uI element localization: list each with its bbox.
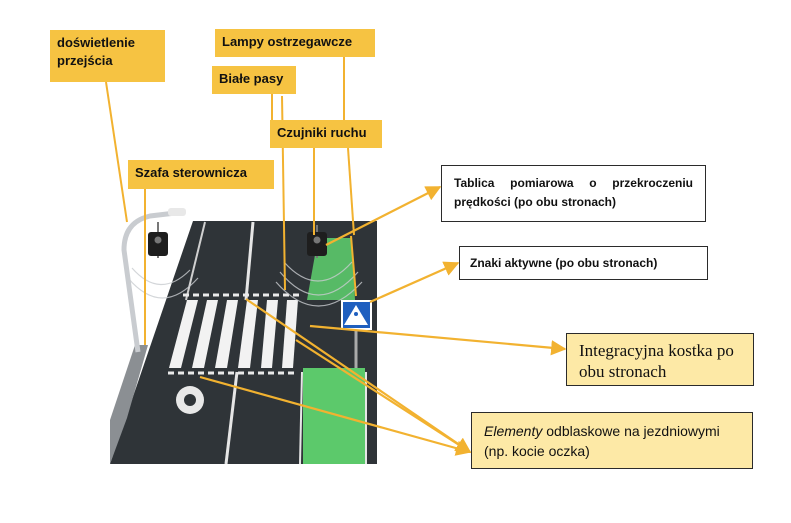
label-warning-lamps: Lampy ostrzegawcze xyxy=(215,29,375,57)
warning-lamp-right xyxy=(307,232,327,256)
sensor-waves xyxy=(127,261,363,307)
label-control-cabinet: Szafa sterownicza xyxy=(128,160,274,189)
warning-lamp-light xyxy=(313,236,321,244)
lighting-lamp xyxy=(168,208,186,216)
label-white-stripes: Białe pasy xyxy=(212,66,296,94)
warning-lamp-left xyxy=(148,232,168,256)
label-white-stripes-text: Białe pasy xyxy=(219,71,284,86)
box-reflective-italic: Elementy xyxy=(484,423,543,439)
zebra-crossing xyxy=(169,300,298,368)
leader-lines xyxy=(105,57,357,345)
left-sidewalk xyxy=(110,345,148,464)
pointer-arrows xyxy=(199,186,567,456)
box-active-signs-text: Znaki aktywne (po obu stronach) xyxy=(470,256,658,270)
lane-line xyxy=(299,371,303,465)
lighting-pole xyxy=(121,209,185,353)
box-speed-board: Tablica pomiarowa o przekroczeniu prędko… xyxy=(441,165,706,222)
label-warning-lamps-text: Lampy ostrzegawcze xyxy=(222,34,353,49)
label-lighting-text: doświetlenie przejścia xyxy=(57,35,136,68)
warning-lamp-light xyxy=(154,236,162,244)
lane-line xyxy=(244,221,255,301)
label-lighting: doświetlenie przejścia xyxy=(50,30,165,82)
box-reflective-text: odblaskowe na jezdniowymi (np. kocie ocz… xyxy=(484,423,720,459)
label-control-cabinet-text: Szafa sterownicza xyxy=(135,165,247,180)
label-motion-sensors-text: Czujniki ruchu xyxy=(277,125,367,140)
bike-lane-lower xyxy=(303,368,365,464)
box-speed-board-text: Tablica pomiarowa o przekroczeniu prędko… xyxy=(454,176,693,209)
box-reflective-elements: Elementy odblaskowe na jezdniowymi (np. … xyxy=(471,412,753,469)
box-integration-cube: Integracyjna kostka po obu stronach xyxy=(566,333,754,386)
box-integration-cube-text: Integracyjna kostka po obu stronach xyxy=(579,341,734,381)
label-motion-sensors: Czujniki ruchu xyxy=(270,120,382,148)
box-active-signs: Znaki aktywne (po obu stronach) xyxy=(459,246,708,280)
